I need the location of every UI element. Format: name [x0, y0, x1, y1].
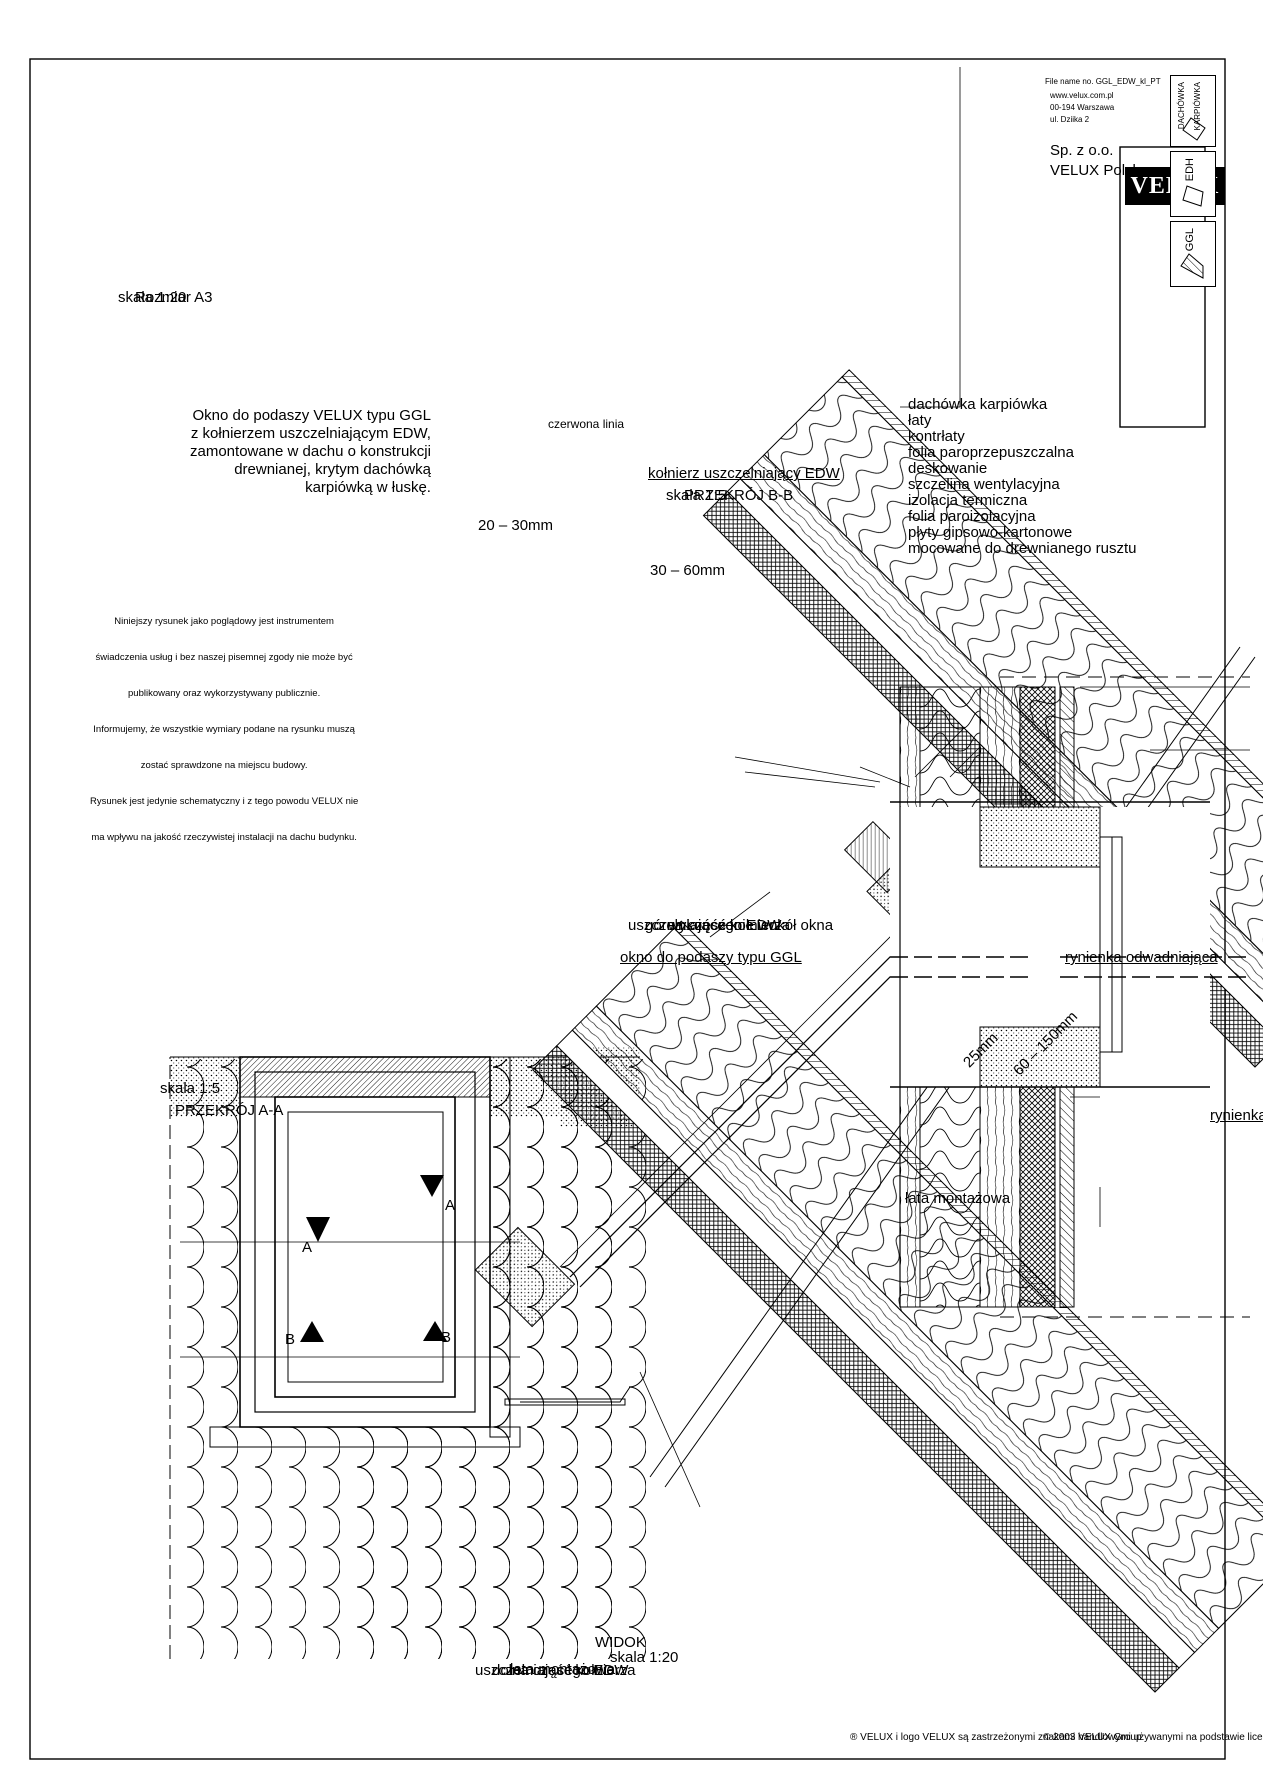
- section-bb-scale: skala 1:5: [666, 487, 727, 504]
- label-lata-2: łata montażowa: [905, 1190, 1011, 1207]
- disclaimer-line-0: Niniejszy rysunek jako poglądowy jest in…: [114, 616, 334, 627]
- file-name: File name no. GGL_EDW_kl_PT: [1045, 77, 1161, 86]
- company-addr-3: www.velux.com.pl: [1050, 91, 1114, 100]
- layer-4: deskowanie: [908, 460, 988, 477]
- company-addr-2: 00-194 Warszawa: [1050, 103, 1115, 112]
- layer-1: łaty: [908, 412, 932, 429]
- disclaimer-line-4: zostać sprawdzone na miejscu budowy.: [140, 760, 308, 771]
- layer-7: folia paroizolacyjna: [908, 508, 1036, 525]
- marker-b-bottom: B: [441, 1329, 452, 1346]
- company-addr-1: ul. Dziika 2: [1050, 115, 1090, 124]
- layer-list: dachówka karpiówka łaty kontrłaty folia …: [908, 396, 1137, 557]
- trademark-text: ® VELUX i logo VELUX są zastrzeżonymi zn…: [850, 1732, 1263, 1743]
- titlebox-scale: skala 1:20: [118, 289, 187, 306]
- disclaimer-line-3: Informujemy, że wszystkie wymiary podane…: [93, 724, 355, 735]
- disclaimer-line-2: publikowany oraz wykorzystywany publiczn…: [128, 688, 321, 699]
- label-dolna-2: uszczelniającego EDW: [475, 1662, 629, 1679]
- label-rynienka-1: rynienka odwadniająca: [1210, 1107, 1263, 1124]
- marker-a-bottom: A: [445, 1197, 456, 1214]
- edh-icon-box: EDH: [1170, 151, 1216, 217]
- ggl-window-icon: [1180, 253, 1204, 279]
- company-name-1: VELUX Polska: [1050, 162, 1149, 179]
- titlebox-line-2: zamontowane w dachu o konstrukcji: [190, 443, 431, 460]
- marker-b-top: B: [285, 1331, 296, 1348]
- edh-label: EDH: [1184, 158, 1196, 182]
- section-bb-drawing: [890, 676, 1250, 1318]
- disclaimer-line-5: Rysunek jest jedynie schematyczny i z te…: [90, 796, 359, 807]
- karpiowka-icon-box: DACHÓWKA KARPIÓWKA: [1170, 75, 1216, 147]
- label-czerwona: czerwona linia: [548, 417, 625, 431]
- layer-2: kontrłaty: [908, 428, 965, 445]
- dim-20-30: 20 – 30mm: [478, 517, 554, 534]
- titlebox: Okno do podaszy VELUX typu GGL z kołnier…: [190, 407, 431, 497]
- marker-a-top: A: [302, 1239, 313, 1256]
- section-aa-scale: skala 1:5: [160, 1080, 221, 1097]
- layer-8: płyty gipsowo-kartonowe: [908, 524, 1073, 541]
- ggl-label: GGL: [1184, 228, 1196, 252]
- titlebox-line-1: z kołnierzem uszczelniającym EDW,: [190, 425, 431, 442]
- disclaimer-line-1: świadczenia usług i bez naszej pisemnej …: [95, 652, 353, 663]
- label-okno: okno do podaszy typu GGL: [620, 949, 802, 966]
- disclaimer-line-6: ma wpływu na jakość rzeczywistej instala…: [91, 832, 357, 843]
- dim-30-60: 30 – 60mm: [650, 562, 726, 579]
- layer-5: szczelina wentylacyjna: [908, 476, 1060, 493]
- label-wykonczenie: wykończenie wokół okna: [668, 917, 834, 934]
- roof-tile-icon: [1182, 117, 1206, 141]
- disclaimer: Niniejszy rysunek jako poglądowy jest in…: [90, 592, 358, 868]
- layer-6: izolacja termiczna: [908, 492, 1028, 509]
- edh-flashing-icon: [1182, 185, 1204, 207]
- titlebox-line-0: Okno do podaszy VELUX typu GGL: [192, 407, 431, 424]
- label-kolnierz: kołnierz uszczelniający EDW: [648, 465, 840, 482]
- ggl-icon-box: GGL: [1170, 221, 1216, 287]
- titlebox-line-3: drewnianej, krytym dachówką: [234, 461, 431, 478]
- header-row: [50, 47, 51, 1747]
- layer-0: dachówka karpiówka: [908, 396, 1048, 413]
- company-name-2: Sp. z o.o.: [1050, 142, 1114, 159]
- view-drawing: [169, 1047, 650, 1659]
- section-aa-title: PRZEKRÓJ A-A: [175, 1102, 284, 1119]
- layer-3: folia paroprzepuszczalna: [908, 444, 1074, 461]
- label-rynienka-2: rynienka odwadniająca: [1065, 949, 1218, 966]
- titlebox-line-4: karpiówką w łuskę.: [305, 479, 431, 496]
- layer-9: mocowane do drewnianego rusztu: [908, 540, 1137, 557]
